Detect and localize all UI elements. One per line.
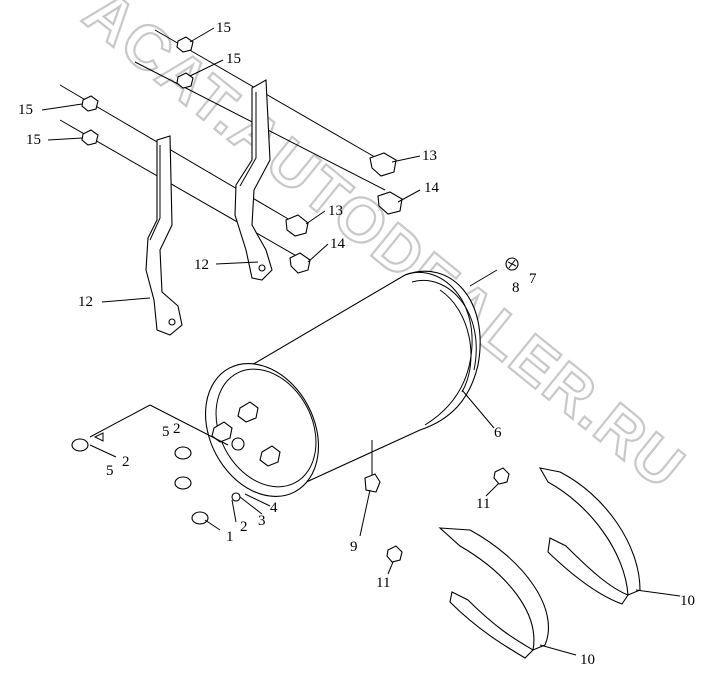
callout-10: 10 — [680, 593, 695, 609]
straps-10 — [438, 467, 641, 659]
callout-7: 7 — [529, 271, 537, 287]
drain-valve-7-8 — [505, 257, 519, 271]
callout-15: 15 — [216, 20, 231, 36]
callout-5: 5 — [106, 463, 114, 479]
callout-leaders — [41, 27, 681, 656]
callout-15: 15 — [26, 132, 41, 148]
nut-15-group — [81, 36, 194, 146]
callout-2: 2 — [240, 519, 248, 535]
callout-12: 12 — [194, 257, 209, 273]
nuts-11 — [386, 467, 510, 563]
callout-12: 12 — [78, 294, 93, 310]
callout-6: 6 — [494, 425, 502, 441]
callout-13: 13 — [422, 148, 437, 164]
callout-2: 2 — [173, 421, 181, 437]
callout-15: 15 — [18, 102, 33, 118]
callout-4: 4 — [270, 500, 278, 516]
callout-5: 5 — [162, 424, 170, 440]
bracket-12-right — [234, 79, 273, 281]
callout-11: 11 — [376, 575, 390, 591]
callout-11: 11 — [476, 496, 490, 512]
callout-15: 15 — [226, 51, 241, 67]
bracket-12-left — [145, 135, 183, 336]
callout-1: 1 — [226, 529, 234, 545]
bolts-13-14 — [285, 152, 403, 274]
callout-9: 9 — [350, 539, 358, 555]
callout-3: 3 — [258, 513, 266, 529]
callout-14: 14 — [330, 236, 346, 252]
callout-13: 13 — [328, 203, 343, 219]
callout-10: 10 — [580, 652, 595, 668]
callout-2: 2 — [122, 454, 130, 470]
callout-labels: 15 15 15 15 13 14 13 14 12 12 7 8 6 5 2 … — [18, 20, 695, 668]
callout-8: 8 — [512, 280, 520, 296]
fittings-1-5 — [71, 404, 241, 525]
valve-9 — [364, 440, 381, 493]
air-tank — [204, 270, 481, 498]
callout-14: 14 — [424, 180, 440, 196]
